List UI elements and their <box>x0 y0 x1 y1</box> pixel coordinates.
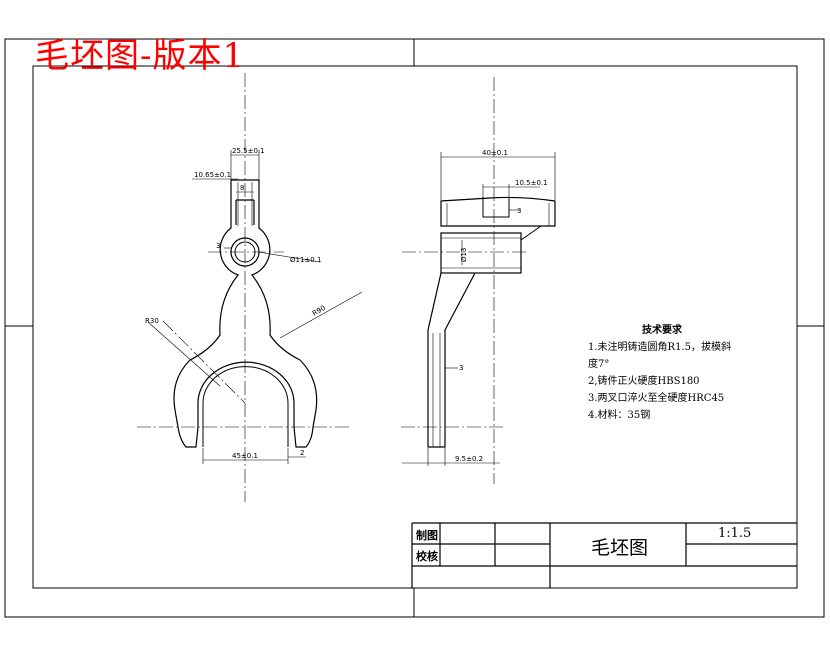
dim-side-arm: 3 <box>459 364 463 372</box>
requirement-3: 3.两叉口淬火至全硬度HRC45 <box>588 393 725 404</box>
requirements-heading: 技术要求 <box>642 325 682 336</box>
dim-side-bore: Ø13 <box>460 248 468 262</box>
drawing-scale: 1:1.5 <box>718 526 752 541</box>
dim-arm-radius: R90 <box>311 304 327 318</box>
dim-slot-offset: 10.65±0.1 <box>194 171 231 179</box>
front-view <box>137 73 363 502</box>
dim-side-top-width: 40±0.1 <box>482 149 508 157</box>
watermark-title: 毛坯图-版本1 <box>35 36 246 76</box>
technical-requirements: 技术要求 1.未注明铸造圆角R1.5，拔模斜 度7° 2,铸件正火硬度HBS18… <box>588 322 731 424</box>
title-block <box>411 522 797 588</box>
dimension-labels: 25.5±0.1 10.65±0.1 8 3 Ø11±0.1 R90 R30 4… <box>145 147 548 463</box>
dim-bore-side: 3 <box>216 242 220 250</box>
dim-side-bottom: 9.5±0.2 <box>455 455 483 463</box>
requirement-1a: 1.未注明铸造圆角R1.5，拔模斜 <box>588 342 731 353</box>
drawn-label: 制图 <box>416 529 438 542</box>
drawing-name: 毛坯图 <box>591 537 649 559</box>
dim-side-slot: 10.5±0.1 <box>515 179 548 187</box>
dim-fork-wall: 2 <box>300 449 304 457</box>
inner-frame <box>32 65 798 589</box>
side-view <box>401 77 556 484</box>
dim-slot-width: 8 <box>240 184 244 192</box>
requirement-4: 4.材料：35钢 <box>588 410 651 421</box>
dim-inner-radius: R30 <box>145 317 159 325</box>
requirement-1b: 度7° <box>588 359 610 370</box>
dim-bore-dia: Ø11±0.1 <box>290 256 321 264</box>
check-label: 校核 <box>416 550 438 563</box>
dim-fork-width: 45±0.1 <box>232 452 258 460</box>
dim-side-gap: 3 <box>517 207 521 215</box>
requirement-2: 2,铸件正火硬度HBS180 <box>588 376 700 387</box>
dim-top-width: 25.5±0.1 <box>232 147 265 155</box>
